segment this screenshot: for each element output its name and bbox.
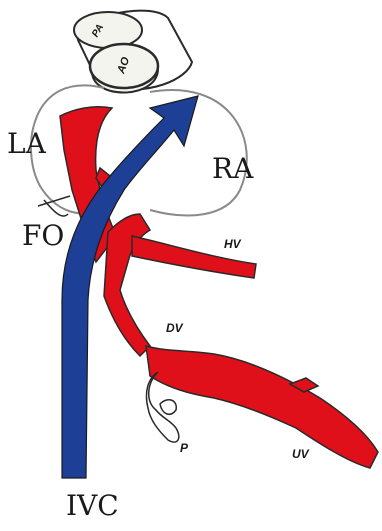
label-left-atrium: LA	[7, 130, 46, 158]
pulmonary-artery-top	[74, 12, 142, 48]
ductus-venosus-segment	[104, 214, 150, 356]
great-vessels	[74, 11, 192, 93]
label-right-atrium: RA	[212, 155, 253, 183]
label-umbilical-vein: UV	[292, 448, 309, 460]
label-ductus-venosus: DV	[166, 322, 183, 334]
label-portal-vein: P	[180, 442, 188, 454]
label-inferior-vena-cava: IVC	[66, 492, 119, 520]
label-foramen-ovale: FO	[22, 222, 64, 250]
foramen-ovale-mark	[38, 196, 70, 216]
label-hepatic-vein: HV	[224, 238, 241, 250]
portal-vein-loop	[160, 400, 176, 415]
